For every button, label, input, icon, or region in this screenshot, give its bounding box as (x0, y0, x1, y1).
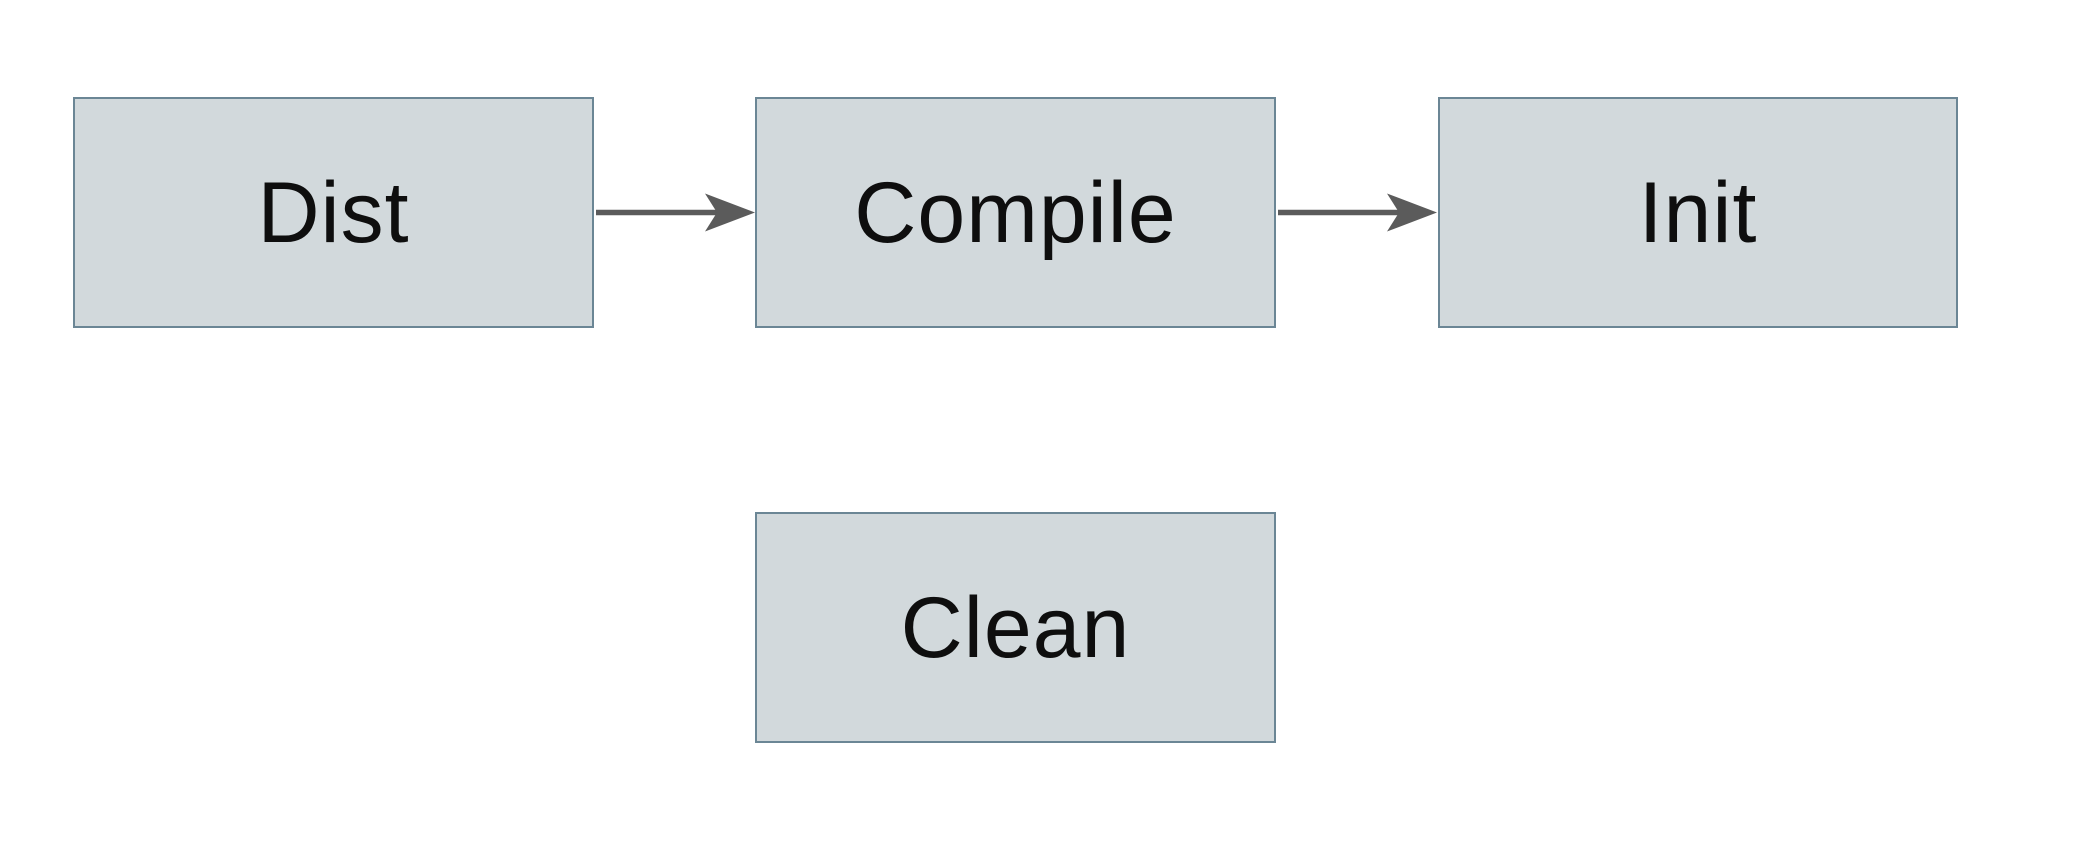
node-init-label: Init (1638, 164, 1758, 261)
node-dist-label: Dist (257, 164, 410, 261)
node-compile[interactable]: Compile (755, 97, 1276, 328)
node-init[interactable]: Init (1438, 97, 1958, 328)
arrow-dist-to-compile (596, 193, 755, 232)
node-compile-label: Compile (854, 164, 1177, 261)
arrow-compile-to-init (1278, 193, 1437, 232)
node-dist[interactable]: Dist (73, 97, 594, 328)
node-clean-label: Clean (900, 579, 1131, 676)
node-clean[interactable]: Clean (755, 512, 1276, 743)
